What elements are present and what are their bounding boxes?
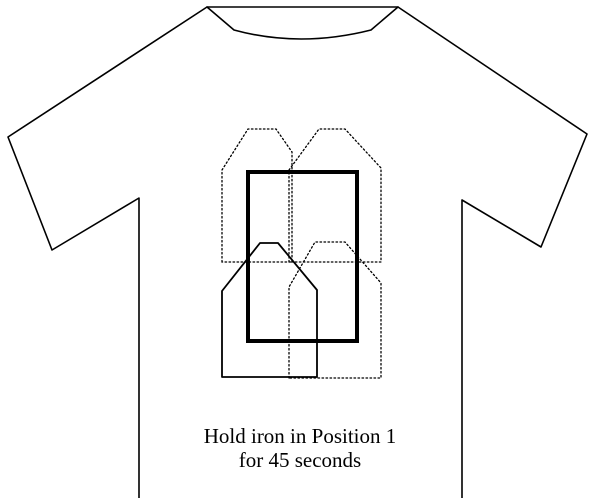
iron-position-outline-dotted-2 (289, 129, 381, 262)
iron-position-1-outline (222, 243, 317, 377)
iron-position-outline-dotted-1 (222, 129, 292, 262)
transfer-area-rectangle (248, 172, 357, 341)
instruction-line-2: for 45 seconds (150, 448, 450, 472)
instruction-line-1: Hold iron in Position 1 (150, 424, 450, 448)
tshirt-collar (207, 7, 398, 39)
